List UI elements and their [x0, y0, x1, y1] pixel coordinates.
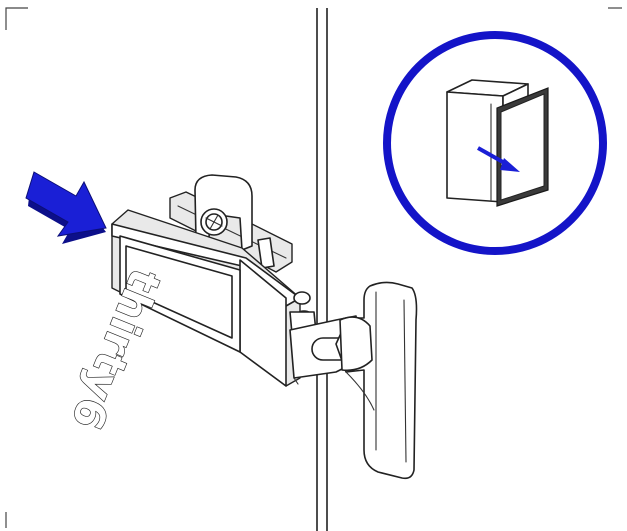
cabinet-icon	[446, 79, 549, 207]
brand-label: thirty6	[62, 262, 171, 437]
hinge-cup-plate	[335, 281, 418, 480]
crop-marks	[5, 7, 622, 528]
push-arrow-icon	[25, 171, 107, 244]
brand-badge: thirty6	[61, 262, 171, 438]
adjustment-bracket	[194, 174, 253, 251]
push-arrow	[25, 171, 107, 237]
cabinet-panel	[316, 8, 328, 531]
direction-arrow-icon	[477, 146, 520, 172]
detail-inset	[383, 31, 607, 255]
hinge-clip-body	[111, 209, 301, 387]
